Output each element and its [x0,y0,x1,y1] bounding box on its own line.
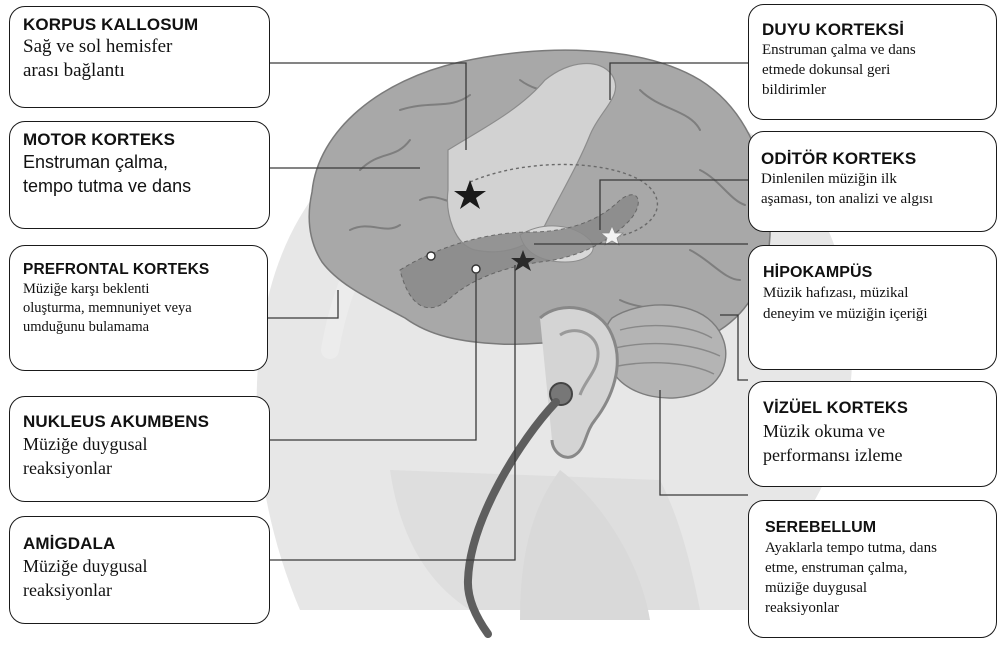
box-korpus-kallosum: KORPUS KALLOSUM Sağ ve sol hemisfer aras… [9,6,270,108]
box-serebellum: SEREBELLUM Ayaklarla tempo tutma, dans e… [748,500,997,638]
box-duyu-korteksi: DUYU KORTEKSİ Enstruman çalma ve dans et… [748,4,997,120]
box-motor-korteks: MOTOR KORTEKS Enstruman çalma, tempo tut… [9,121,270,229]
nukleus-akumbens-title: NUKLEUS AKUMBENS [23,411,259,432]
box-vizuel-korteks: VİZÜEL KORTEKS Müzik okuma ve performans… [748,381,997,487]
box-amigdala: AMİGDALA Müziğe duygusal reaksiyonlar [9,516,270,624]
nukleus-akumbens-desc: Müziğe duygusal reaksiyonlar [23,432,259,480]
serebellum-title: SEREBELLUM [765,517,986,538]
duyu-korteksi-title: DUYU KORTEKSİ [762,19,986,40]
box-prefrontal-korteks: PREFRONTAL KORTEKS Müziğe karşı beklenti… [9,245,268,371]
marker-prefrontal [427,252,435,260]
marker-amygdala [472,265,480,273]
box-nukleus-akumbens: NUKLEUS AKUMBENS Müziğe duygusal reaksiy… [9,396,270,502]
korpus-kallosum-title: KORPUS KALLOSUM [23,14,259,35]
prefrontal-korteks-desc: Müziğe karşı beklenti oluşturma, memnuni… [23,280,257,337]
amigdala-desc: Müziğe duygusal reaksiyonlar [23,554,259,602]
box-hipokampus: HİPOKAMPÜS Müzik hafızası, müzikal deney… [748,245,997,370]
oditor-korteks-desc: Dinlenilen müziğin ilk aşaması, ton anal… [761,169,986,209]
box-oditor-korteks: ODİTÖR KORTEKS Dinlenilen müziğin ilk aş… [748,131,997,232]
duyu-korteksi-desc: Enstruman çalma ve dans etmede dokunsal … [762,40,986,100]
amigdala-title: AMİGDALA [23,533,259,554]
vizuel-korteks-title: VİZÜEL KORTEKS [763,398,986,419]
prefrontal-korteks-title: PREFRONTAL KORTEKS [23,260,257,280]
oditor-korteks-title: ODİTÖR KORTEKS [761,148,986,169]
hipokampus-title: HİPOKAMPÜS [763,262,986,283]
serebellum-desc: Ayaklarla tempo tutma, dans etme, enstru… [765,538,986,618]
korpus-kallosum-desc: Sağ ve sol hemisfer arası bağlantı [23,35,259,83]
vizuel-korteks-desc: Müzik okuma ve performansı izleme [763,419,986,467]
motor-korteks-desc: Enstruman çalma, tempo tutma ve dans [23,150,259,198]
motor-korteks-title: MOTOR KORTEKS [23,129,259,150]
hipokampus-desc: Müzik hafızası, müzikal deneyim ve müziğ… [763,283,986,325]
